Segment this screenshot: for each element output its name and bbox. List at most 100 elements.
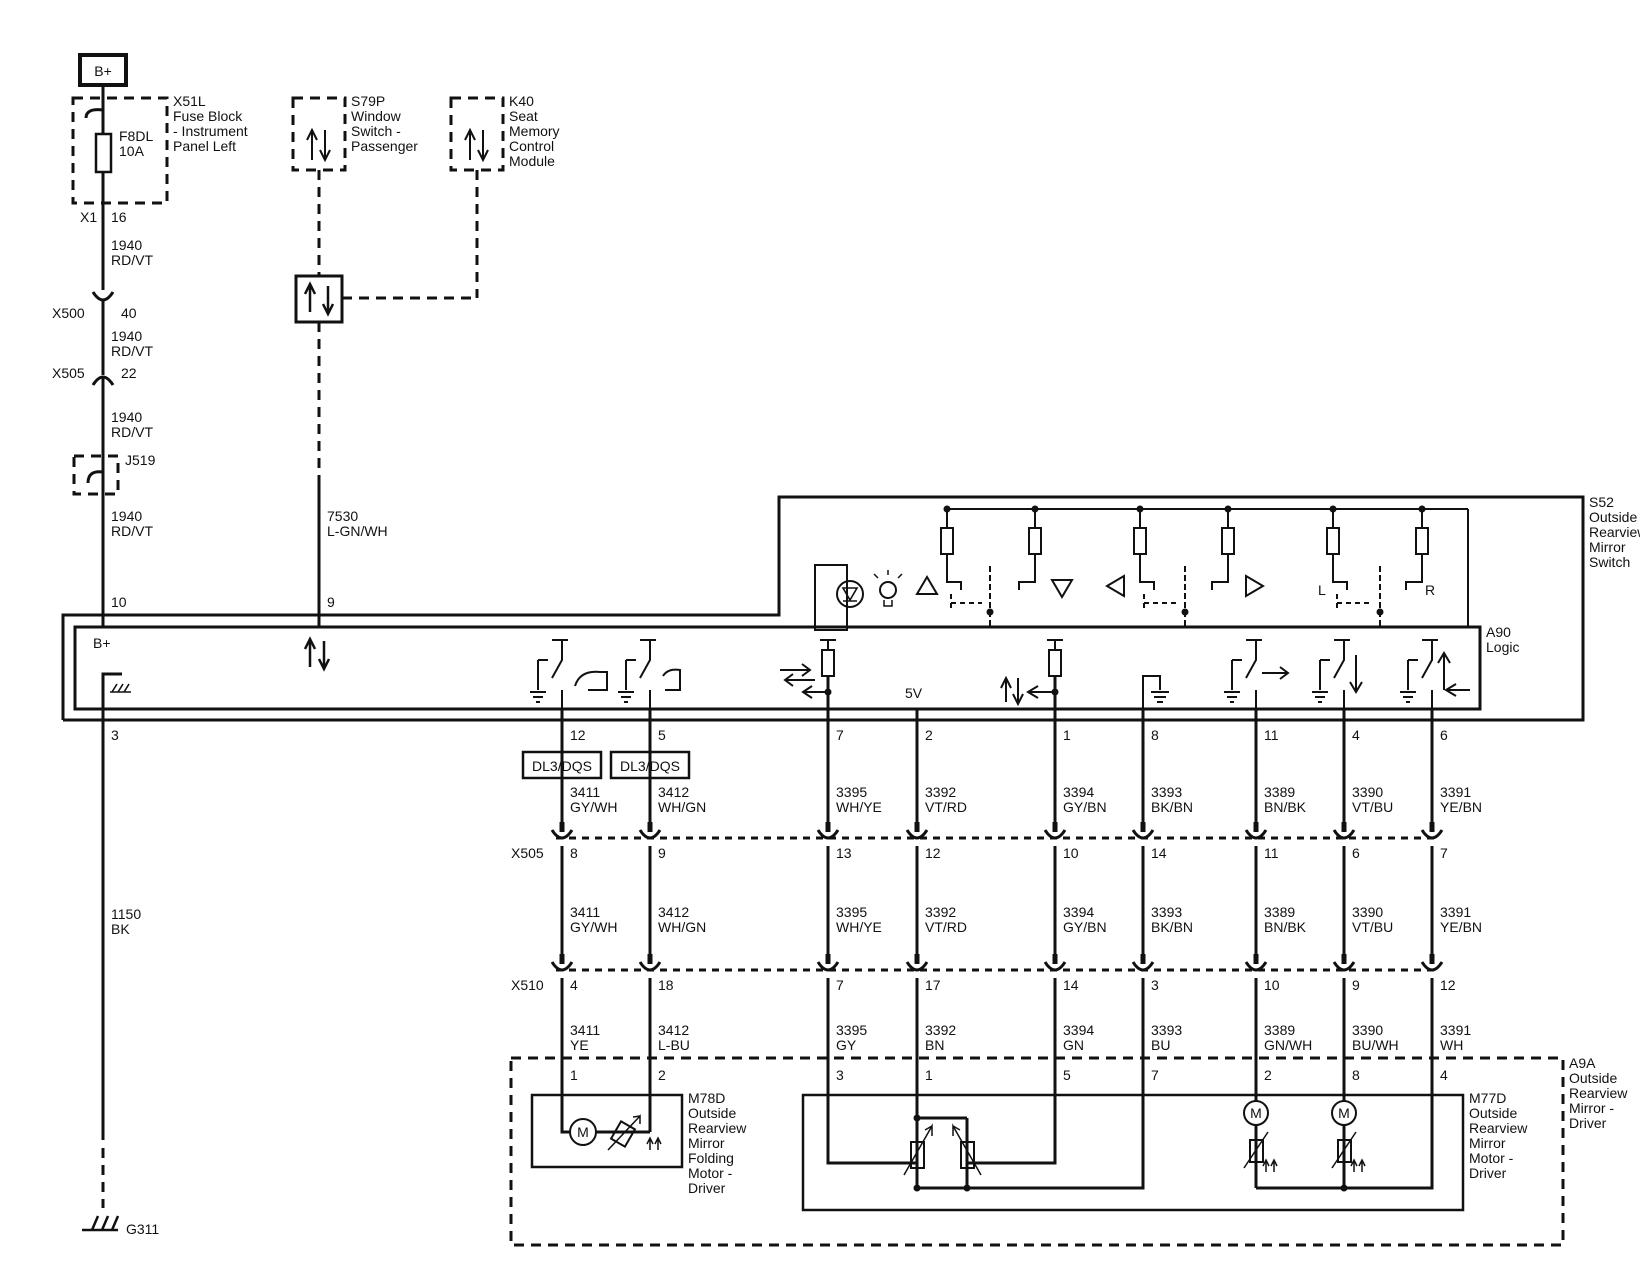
- circuit-mid: 3394: [1063, 904, 1094, 920]
- mirror-assembly-name-2: Rearview: [1569, 1085, 1628, 1101]
- switch-name-2: Rearview: [1589, 524, 1640, 540]
- a9a-pin: 5: [1063, 1067, 1071, 1083]
- connector-pin-icon: [914, 822, 920, 832]
- switch-pair-3: [1336, 566, 1384, 627]
- x510-pin: 10: [1264, 977, 1280, 993]
- connector-cap-icon: [1420, 961, 1444, 972]
- window-wire-pin: 9: [327, 594, 335, 610]
- connector-pin-icon: [647, 822, 653, 832]
- x510-pin: 17: [925, 977, 941, 993]
- window-wire-circuit: 7530: [327, 508, 358, 524]
- color-a90-side: VT/RD: [925, 799, 967, 815]
- circuit-a90-side: 3394: [1063, 784, 1094, 800]
- switch-contact-4: [1211, 505, 1235, 590]
- resistor-lead: [1047, 639, 1063, 650]
- fuse-block-name-2: - Instrument: [173, 123, 248, 139]
- fold-out-icon: [574, 670, 608, 691]
- a90-pin: 11: [1264, 727, 1279, 743]
- circuit-a90-side: 3390: [1352, 784, 1383, 800]
- color-mid: VT/RD: [925, 919, 967, 935]
- connector-pin-icon: [825, 822, 831, 832]
- switch-name-1: Outside: [1589, 509, 1637, 525]
- seat-memory-module: K40 Seat Memory Control Module: [449, 93, 560, 172]
- circuit-a90-side: 3392: [925, 784, 956, 800]
- vertical-arrows-icon: [1000, 675, 1055, 707]
- mechanical-link: [1143, 594, 1177, 612]
- fold-switch-b: [618, 639, 656, 709]
- color-mirror-side: BU/WH: [1352, 1037, 1399, 1053]
- ground-ref: G311: [126, 1221, 159, 1237]
- switch-name-3: Mirror: [1589, 539, 1626, 555]
- connector-cap-icon: [550, 829, 574, 840]
- a9a-pin: 4: [1440, 1067, 1448, 1083]
- a9a-pin: 7: [1151, 1067, 1159, 1083]
- switch-contact-icon: [551, 639, 568, 709]
- circuit-a90-side: 3412: [658, 784, 689, 800]
- ground-symbol-icon: [1224, 660, 1240, 703]
- ladder-wire: [1211, 554, 1229, 590]
- connector-pin-icon: [559, 822, 565, 832]
- x505-pin: 10: [1063, 845, 1079, 861]
- connector-cap-icon: [905, 829, 929, 840]
- x500-connector: X500: [52, 305, 85, 321]
- circuit-mirror-side: 3395: [836, 1022, 867, 1038]
- connector-pin-icon: [1253, 822, 1259, 832]
- color-mirror-side: BU: [1151, 1037, 1170, 1053]
- a90-pin: 1: [1063, 727, 1071, 743]
- motor-b-label: M: [1338, 1105, 1350, 1121]
- mirror-assembly-ref: A9A: [1569, 1055, 1596, 1071]
- resistor-icon: [1415, 527, 1429, 555]
- connector-pin-icon: [1052, 954, 1058, 964]
- mirror-motor: M77D Outside Rearview Mirror Motor - Dri…: [801, 1058, 1528, 1212]
- up-arrow-icon: [306, 127, 318, 160]
- color-mid: GY/WH: [570, 919, 617, 935]
- color-a90-side: WH/GN: [658, 799, 706, 815]
- switch-pair-1: [950, 566, 994, 627]
- window-switch-ref: S79P: [351, 93, 385, 109]
- connector-pin-icon: [1140, 822, 1146, 832]
- switch-pair-2: [1143, 566, 1189, 627]
- mirror-motor-ref: M77D: [1469, 1090, 1506, 1106]
- seat-module-name-2: Memory: [509, 123, 560, 139]
- a90-pin: 12: [570, 727, 586, 743]
- ground-symbol-icon: [1400, 660, 1416, 703]
- drive-switch-3: [1400, 639, 1438, 709]
- mirror-switch-assembly: S52 Outside Rearview Mirror Switch L R: [61, 494, 1640, 722]
- connector-pin-icon: [559, 954, 565, 964]
- circuit-mid: 3392: [925, 904, 956, 920]
- drive-switch-2: [1312, 639, 1350, 709]
- x505-connector-row: X505: [511, 836, 1440, 861]
- connector-pin-icon: [1429, 954, 1435, 964]
- horizontal-arrows-icon: [780, 663, 828, 699]
- ladder-wire: [946, 554, 962, 590]
- switch-contact-5: [1326, 505, 1348, 590]
- resistor-icon: [1048, 649, 1062, 677]
- data-link-tag-a: DL3/DQS: [521, 750, 603, 780]
- fold-motor-name-3: Mirror: [688, 1135, 725, 1151]
- connector-cap-icon: [1043, 961, 1067, 972]
- drive-switch-1: [1224, 639, 1262, 709]
- connector-cap-icon: [816, 961, 840, 972]
- color-a90-side: YE/BN: [1440, 799, 1482, 815]
- connector-pin-icon: [1341, 822, 1347, 832]
- switch-contact-icon: [1421, 639, 1438, 709]
- resistor-lead: [820, 639, 836, 650]
- ground-color: BK: [111, 921, 130, 937]
- feed-w2-color: RD/VT: [111, 343, 153, 359]
- color-a90-side: BK/BN: [1151, 799, 1193, 815]
- color-mirror-side: YE: [570, 1037, 589, 1053]
- color-a90-side: WH/YE: [836, 799, 882, 815]
- switch-contact-6: [1405, 505, 1429, 590]
- switch-label-right: R: [1425, 582, 1435, 598]
- mirror-assembly-name-1: Outside: [1569, 1070, 1617, 1086]
- down-arrow-icon: [319, 130, 331, 163]
- connector-cap-icon: [1043, 829, 1067, 840]
- x510-pin: 18: [658, 977, 674, 993]
- x510-pin: 3: [1151, 977, 1159, 993]
- color-mid: GY/BN: [1063, 919, 1107, 935]
- junction-dot-icon: [1181, 608, 1189, 616]
- connector-cap-icon: [1332, 829, 1356, 840]
- color-a90-side: GY/BN: [1063, 799, 1107, 815]
